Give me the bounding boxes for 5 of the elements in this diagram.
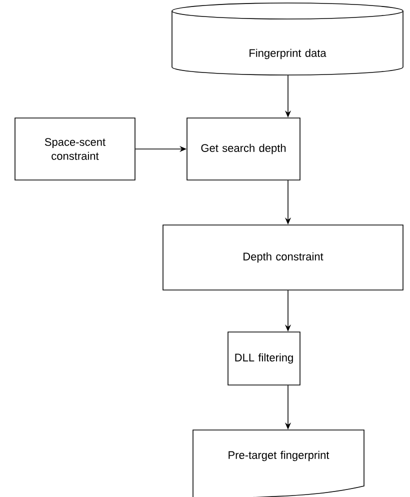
process-box: Depth constraint — [162, 224, 404, 290]
process-box: Space-scent constraint — [14, 118, 136, 180]
database-cylinder: Fingerprint data — [172, 2, 404, 76]
process-box: Get search depth — [186, 118, 300, 180]
process-box: DLL filtering — [228, 332, 300, 386]
